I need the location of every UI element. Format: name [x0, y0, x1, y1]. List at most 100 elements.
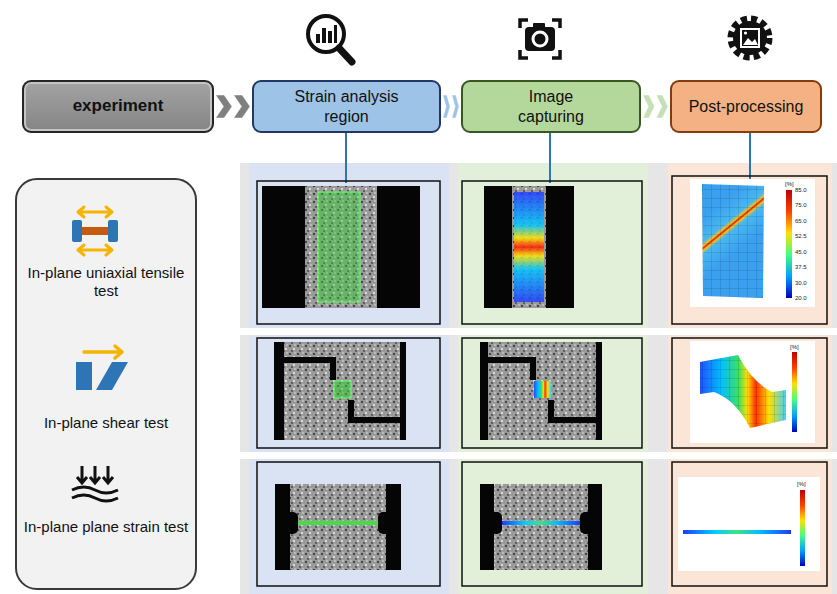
- plane-strain-curve: [72, 487, 118, 493]
- mesh-grid: [702, 184, 764, 298]
- unit-label: [%]: [785, 181, 794, 187]
- strain-contour: [700, 355, 786, 428]
- scale-value: 52.5: [795, 233, 807, 239]
- tensile-specimen: [82, 227, 108, 235]
- shear-block: [76, 362, 92, 390]
- strain-contour: [702, 184, 764, 298]
- tensile-grip: [72, 220, 82, 242]
- camera-lens: [533, 32, 547, 46]
- result-image: [678, 477, 820, 571]
- panel-fill: [15, 178, 197, 590]
- plane-strain-curve: [72, 495, 118, 501]
- specimen-notch: [378, 512, 390, 534]
- unit-label: [%]: [797, 481, 806, 487]
- speckle-specimen: [305, 186, 377, 308]
- test-type-label: In-plane uniaxial tensile test: [17, 264, 195, 300]
- chevron-connector: [217, 96, 250, 118]
- step-label: experiment: [73, 96, 164, 116]
- scale-value: 37.5: [795, 264, 807, 270]
- specimen-notch: [580, 512, 592, 534]
- tensile-grip: [108, 220, 118, 242]
- gear-teeth: [731, 19, 769, 57]
- color-bar: [792, 352, 797, 432]
- orange-column: [668, 163, 832, 594]
- step-label: Image capturing: [506, 87, 596, 125]
- analysis-region: [298, 521, 378, 525]
- cell-frame: [462, 338, 642, 448]
- speckle-specimen: [488, 342, 596, 440]
- specimen-slot: [551, 400, 596, 420]
- gear-image-frame: [741, 29, 759, 47]
- color-bar: [786, 190, 792, 298]
- strain-overlay: [534, 381, 551, 398]
- step-box: experiment: [22, 80, 214, 133]
- analysis-region: [318, 192, 360, 302]
- green-column: [458, 163, 648, 594]
- specimen-slot: [284, 360, 333, 380]
- camera-image: [275, 484, 401, 570]
- chevron-connector: [444, 96, 459, 118]
- cell-frame: [462, 462, 642, 586]
- specimen-slot: [351, 400, 400, 420]
- gear-icon: [733, 21, 767, 55]
- speckle-specimen: [512, 186, 546, 308]
- mesh-grid: [700, 355, 786, 428]
- step-box: Post-processing: [670, 80, 822, 133]
- camera-image: [484, 186, 574, 308]
- speckle-specimen: [494, 484, 588, 570]
- step-box: Strain analysis region: [252, 80, 441, 133]
- result-image: [690, 179, 815, 307]
- cell-frame: [257, 462, 440, 586]
- cell-frame: [257, 181, 440, 324]
- magnifier-handle: [339, 48, 352, 62]
- chevron-connector: [644, 96, 668, 118]
- row-gap: [240, 328, 837, 335]
- specimen-notch: [286, 512, 298, 534]
- scale-value: 85.0: [795, 187, 807, 193]
- step-label: Strain analysis region: [272, 87, 422, 125]
- cell-frame: [672, 338, 827, 448]
- strain-overlay: [514, 192, 544, 302]
- gear-image-mountain: [743, 38, 758, 45]
- camera-frame: [520, 20, 560, 58]
- cell-frame: [672, 176, 827, 324]
- test-type-label: In-plane plane strain test: [17, 518, 195, 536]
- color-bar: [800, 490, 805, 566]
- specimen-slot: [488, 360, 533, 380]
- shear-parallelogram: [96, 362, 128, 390]
- magnifier-bar: [328, 31, 332, 43]
- analysis-region: [334, 381, 351, 398]
- test-panel: In-plane uniaxial tensile testIn-plane s…: [15, 178, 197, 590]
- camera-body: [525, 27, 555, 51]
- scale-value: 45.0: [795, 249, 807, 255]
- step-box: Image capturing: [461, 80, 641, 133]
- leader-line: [549, 133, 551, 183]
- tensile-arrows: [78, 245, 112, 255]
- scale-value: 65.0: [795, 218, 807, 224]
- cell-frame: [462, 181, 642, 324]
- camera-image: [262, 186, 420, 308]
- specimen-notch: [490, 512, 502, 534]
- magnifier-bar: [322, 28, 326, 43]
- gear-image-sun: [744, 31, 747, 34]
- test-type-label: In-plane shear test: [17, 414, 195, 432]
- magnifier-bar: [316, 34, 320, 43]
- speckle-specimen: [290, 484, 386, 570]
- step-label: Post-processing: [689, 97, 804, 116]
- tensile-arrows: [78, 207, 112, 217]
- scale-value: 30.0: [795, 280, 807, 286]
- scale-value: 75.0: [795, 202, 807, 208]
- strain-overlay: [502, 521, 580, 525]
- strain-line: [683, 530, 791, 534]
- grey-band: [240, 163, 837, 594]
- result-image: [690, 341, 815, 443]
- cell-frame: [672, 462, 827, 586]
- blue-column: [249, 163, 449, 594]
- camera-top: [533, 23, 545, 28]
- magnifier-bar: [334, 25, 337, 43]
- speckle-specimen: [284, 342, 400, 440]
- row-gap: [240, 452, 837, 459]
- camera-image: [274, 342, 406, 440]
- leader-line: [345, 133, 347, 183]
- camera-image: [480, 342, 602, 440]
